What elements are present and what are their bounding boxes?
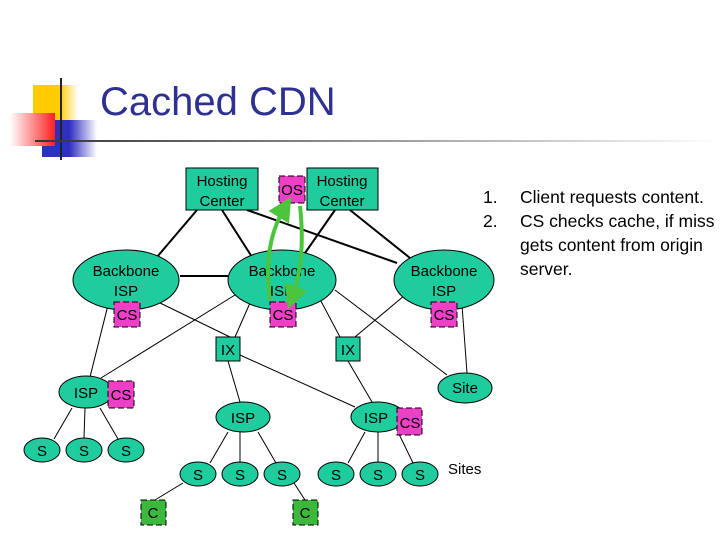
server-label: S <box>37 443 47 460</box>
isp-label: ISP <box>74 385 98 402</box>
cache-server-label: CS <box>273 307 294 324</box>
hosting-center-2: Hosting Center OS <box>278 167 379 211</box>
origin-server-label: OS <box>281 182 303 199</box>
isp-2: ISP <box>215 401 271 433</box>
isp-1: ISP CS <box>58 375 135 409</box>
page-title: Cached CDN <box>100 80 336 124</box>
slide-logo <box>10 78 97 160</box>
cache-server-label: CS <box>434 307 455 324</box>
client-1: C <box>140 499 167 526</box>
site-node: Site <box>437 372 493 404</box>
cache-server-badge <box>430 301 458 328</box>
ix-label: IX <box>341 342 355 359</box>
ix-2: IX <box>335 336 361 362</box>
server-node: S <box>263 461 301 487</box>
cache-server-label: CS <box>117 307 138 324</box>
server-label: S <box>415 467 425 484</box>
cache-server-label: CS <box>400 415 421 432</box>
step-number: 1. <box>483 187 498 207</box>
steps-list: 1. Client requests content. 2. CS checks c… <box>480 185 720 281</box>
isp-3: ISP CS <box>350 401 423 436</box>
hosting-label: Center <box>199 193 244 210</box>
step-item: 2. CS checks cache, if miss gets content … <box>480 209 720 281</box>
server-node: S <box>359 461 397 487</box>
step-text: CS checks cache, if miss gets content fr… <box>520 211 715 279</box>
backbone-label: ISP <box>270 283 294 300</box>
site-label: Site <box>452 380 478 397</box>
backbone-label: ISP <box>114 283 138 300</box>
cache-server-label: CS <box>111 387 132 404</box>
client-2: C <box>292 499 319 526</box>
isp-label: ISP <box>364 410 388 427</box>
response-arrow <box>284 205 308 310</box>
hosting-label: Center <box>319 193 364 210</box>
server-node: S <box>401 461 439 487</box>
server-node: S <box>317 461 355 487</box>
backbone-label: Backbone <box>411 263 478 280</box>
cache-server-badge <box>269 301 297 328</box>
server-node: S <box>107 437 145 463</box>
server-label: S <box>121 443 131 460</box>
server-node: S <box>221 461 259 487</box>
backbone-isp-2: Backbone ISP CS <box>227 249 337 328</box>
client-label: C <box>148 505 159 522</box>
ix-1: IX <box>215 336 241 362</box>
server-label: S <box>193 467 203 484</box>
server-node: S <box>179 461 217 487</box>
request-arrow <box>265 196 292 301</box>
backbone-label: ISP <box>432 283 456 300</box>
cache-server-badge <box>113 301 141 328</box>
ix-label: IX <box>221 342 235 359</box>
hosting-label: Hosting <box>317 173 368 190</box>
server-label: S <box>235 467 245 484</box>
backbone-label: Backbone <box>249 263 316 280</box>
server-label: S <box>373 467 383 484</box>
cache-server-badge <box>107 380 135 409</box>
backbone-isp-3: Backbone ISP CS <box>393 249 495 328</box>
step-item: 1. Client requests content. <box>480 185 720 209</box>
isp-label: ISP <box>231 410 255 427</box>
backbone-label: Backbone <box>93 263 160 280</box>
step-number: 2. <box>483 211 498 231</box>
backbone-isp-1: Backbone ISP CS <box>72 249 180 328</box>
client-label: C <box>300 505 311 522</box>
server-label: S <box>331 467 341 484</box>
step-text: Client requests content. <box>520 187 704 207</box>
cache-server-badge <box>396 407 423 436</box>
hosting-center-1: Hosting Center <box>185 167 259 211</box>
servers: S S S S S S S S S <box>23 437 439 487</box>
sites-label: Sites <box>448 461 481 478</box>
title-underline <box>35 140 720 142</box>
server-label: S <box>79 443 89 460</box>
server-node: S <box>23 437 61 463</box>
server-label: S <box>277 467 287 484</box>
server-node: S <box>65 437 103 463</box>
hosting-label: Hosting <box>197 173 248 190</box>
